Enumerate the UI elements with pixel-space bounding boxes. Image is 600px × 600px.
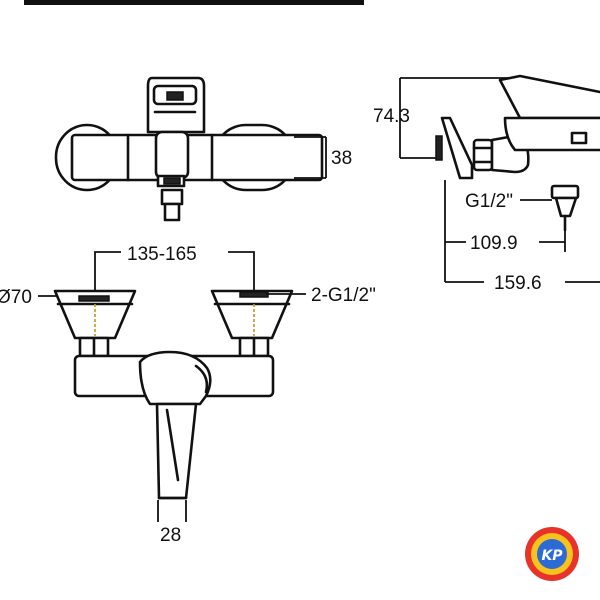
dimension-label-inlet-thread: 2-G1/2": [311, 285, 376, 306]
header-bar: [24, 0, 364, 5]
side-view: 74.3 G1/2" 109.9 159.6: [373, 74, 600, 294]
dimension-label-side-connector: G1/2": [465, 191, 513, 212]
dimension-38: 38: [294, 136, 352, 179]
dimension-label-74-3: 74.3: [373, 106, 410, 127]
dimension-label-center-distance: 135-165: [127, 244, 197, 265]
top-view: [54, 76, 324, 222]
dimension-label-109-9: 109.9: [470, 233, 518, 254]
logo-text: KP: [541, 548, 563, 564]
front-view: 135-165 Ø70 2-G1/2" 28: [0, 244, 376, 546]
dimension-label-159-6: 159.6: [494, 273, 542, 294]
kp-logo: KP: [525, 527, 579, 581]
dimension-label-flange-diameter: Ø70: [0, 287, 32, 308]
dimension-label-38: 38: [331, 148, 352, 169]
dimension-label-spout-width: 28: [160, 525, 181, 546]
